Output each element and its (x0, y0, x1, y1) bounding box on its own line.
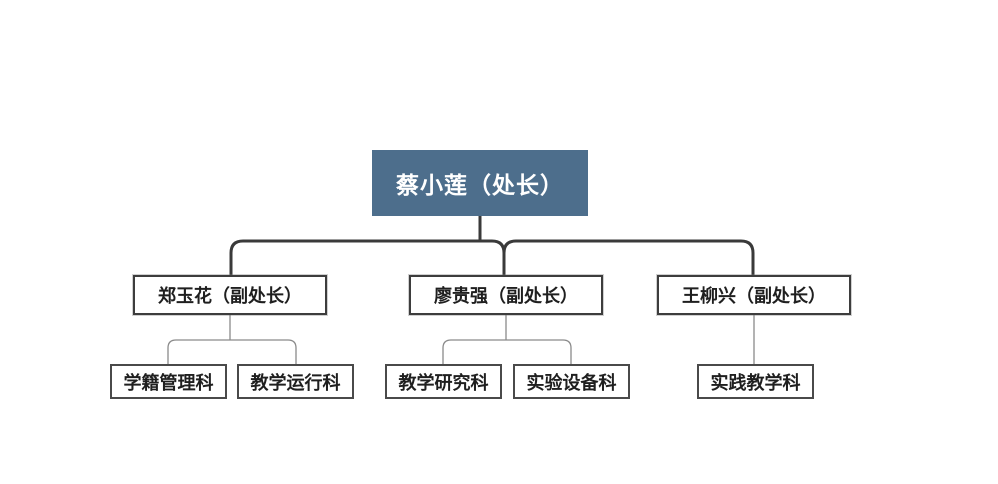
connector-root-to-left-deputies (229, 239, 506, 276)
org-node-director-label: 蔡小莲（处长） (396, 172, 564, 198)
connector-deputy1-rail (167, 339, 297, 364)
connector-deputy2-rail (442, 339, 572, 364)
org-node-section-records-label: 学籍管理科 (123, 372, 214, 393)
connector-root-to-right-deputy (502, 239, 755, 276)
org-node-section-operations-label: 教学运行科 (250, 372, 341, 393)
org-node-section-lab-equipment-label: 实验设备科 (526, 372, 617, 393)
org-node-section-practical-teaching-label: 实践教学科 (710, 372, 801, 393)
org-node-section-records[interactable]: 学籍管理科 (110, 364, 227, 399)
org-node-deputy-1[interactable]: 郑玉花（副处长） (133, 275, 327, 315)
org-node-section-research-label: 教学研究科 (398, 372, 489, 393)
org-node-deputy-3[interactable]: 王柳兴（副处长） (657, 275, 851, 315)
org-node-section-practical-teaching[interactable]: 实践教学科 (697, 364, 814, 399)
org-node-director[interactable]: 蔡小莲（处长） (372, 150, 588, 216)
org-node-section-lab-equipment[interactable]: 实验设备科 (513, 364, 630, 399)
org-node-deputy-1-label: 郑玉花（副处长） (158, 286, 302, 306)
org-node-deputy-2-label: 廖贵强（副处长） (434, 286, 578, 306)
org-node-section-research[interactable]: 教学研究科 (385, 364, 502, 399)
org-node-deputy-2[interactable]: 廖贵强（副处长） (409, 275, 603, 315)
org-node-section-operations[interactable]: 教学运行科 (237, 364, 354, 399)
org-node-deputy-3-label: 王柳兴（副处长） (682, 286, 826, 306)
